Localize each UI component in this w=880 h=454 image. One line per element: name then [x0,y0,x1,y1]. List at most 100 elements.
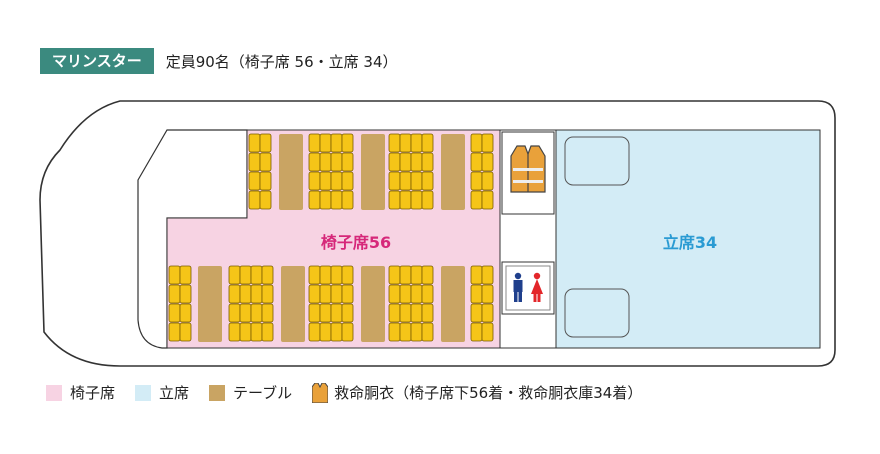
chair [399,171,412,191]
legend-standing-swatch [135,384,152,401]
chair [261,265,274,285]
chair [319,190,332,210]
chair [410,133,423,153]
chair [261,303,274,323]
chair [308,303,321,323]
table [281,266,305,342]
chair [248,133,261,153]
table [361,266,385,342]
chair [168,303,181,323]
chair [341,284,354,304]
chair [308,322,321,342]
chair [388,171,401,191]
chair [421,265,434,285]
legend: 椅子席 立席 テーブル 救命胴衣（椅子席下56着・救命胴衣庫34着） [46,382,662,403]
chair [481,284,494,304]
chair [470,284,483,304]
legend-table-swatch [209,384,226,401]
chair [410,152,423,172]
chair [319,133,332,153]
chair [481,190,494,210]
chair [410,171,423,191]
chair [421,171,434,191]
chair [399,303,412,323]
chair [399,322,412,342]
chair [250,284,263,304]
chair [481,322,494,342]
chair [481,265,494,285]
legend-seat-label: 椅子席 [70,384,116,402]
chair [470,190,483,210]
chair [470,303,483,323]
chair [341,190,354,210]
chair [330,284,343,304]
chair [388,303,401,323]
chair [330,152,343,172]
chair [399,284,412,304]
boat-name: マリンスター [40,48,154,74]
chair [308,190,321,210]
chair [308,265,321,285]
chair [319,265,332,285]
header: マリンスター 定員90名（椅子席 56・立席 34） [40,48,398,74]
standing-bench [564,288,630,338]
standing-area [555,129,821,349]
chair [330,303,343,323]
chair [388,190,401,210]
chair [481,133,494,153]
chair [388,152,401,172]
chair [319,152,332,172]
legend-table: テーブル [209,382,292,403]
restroom-icon [505,265,551,311]
chair [319,284,332,304]
chair [228,303,241,323]
chair [250,303,263,323]
chair [421,152,434,172]
legend-table-label: テーブル [233,384,293,402]
chair [421,284,434,304]
chair [259,171,272,191]
chair [470,152,483,172]
chair [388,322,401,342]
chair [410,284,423,304]
chair [248,152,261,172]
chair [481,303,494,323]
chair [239,303,252,323]
chair [341,303,354,323]
chair [388,265,401,285]
chair [179,322,192,342]
chair [388,133,401,153]
chair [410,303,423,323]
chair [239,284,252,304]
chair [261,284,274,304]
chair [470,265,483,285]
chair [168,265,181,285]
chair [179,303,192,323]
chair [410,190,423,210]
chair [259,133,272,153]
chair [228,265,241,285]
chair [330,322,343,342]
seat-area-label: 椅子席56 [321,233,391,252]
chair [179,284,192,304]
chair [470,322,483,342]
legend-standing: 立席 [135,382,189,403]
chair [259,152,272,172]
chair [319,171,332,191]
chair [319,322,332,342]
chair [341,265,354,285]
standing-area-label: 立席34 [663,233,717,252]
chair [330,190,343,210]
chair [388,284,401,304]
table [361,134,385,210]
life-jacket-icon [312,382,329,403]
chair [308,152,321,172]
chair [399,265,412,285]
chair [228,284,241,304]
chair [308,284,321,304]
chair [248,171,261,191]
legend-seat-swatch [46,384,62,401]
capacity-text: 定員90名（椅子席 56・立席 34） [165,52,398,71]
chair [319,303,332,323]
chair [410,265,423,285]
